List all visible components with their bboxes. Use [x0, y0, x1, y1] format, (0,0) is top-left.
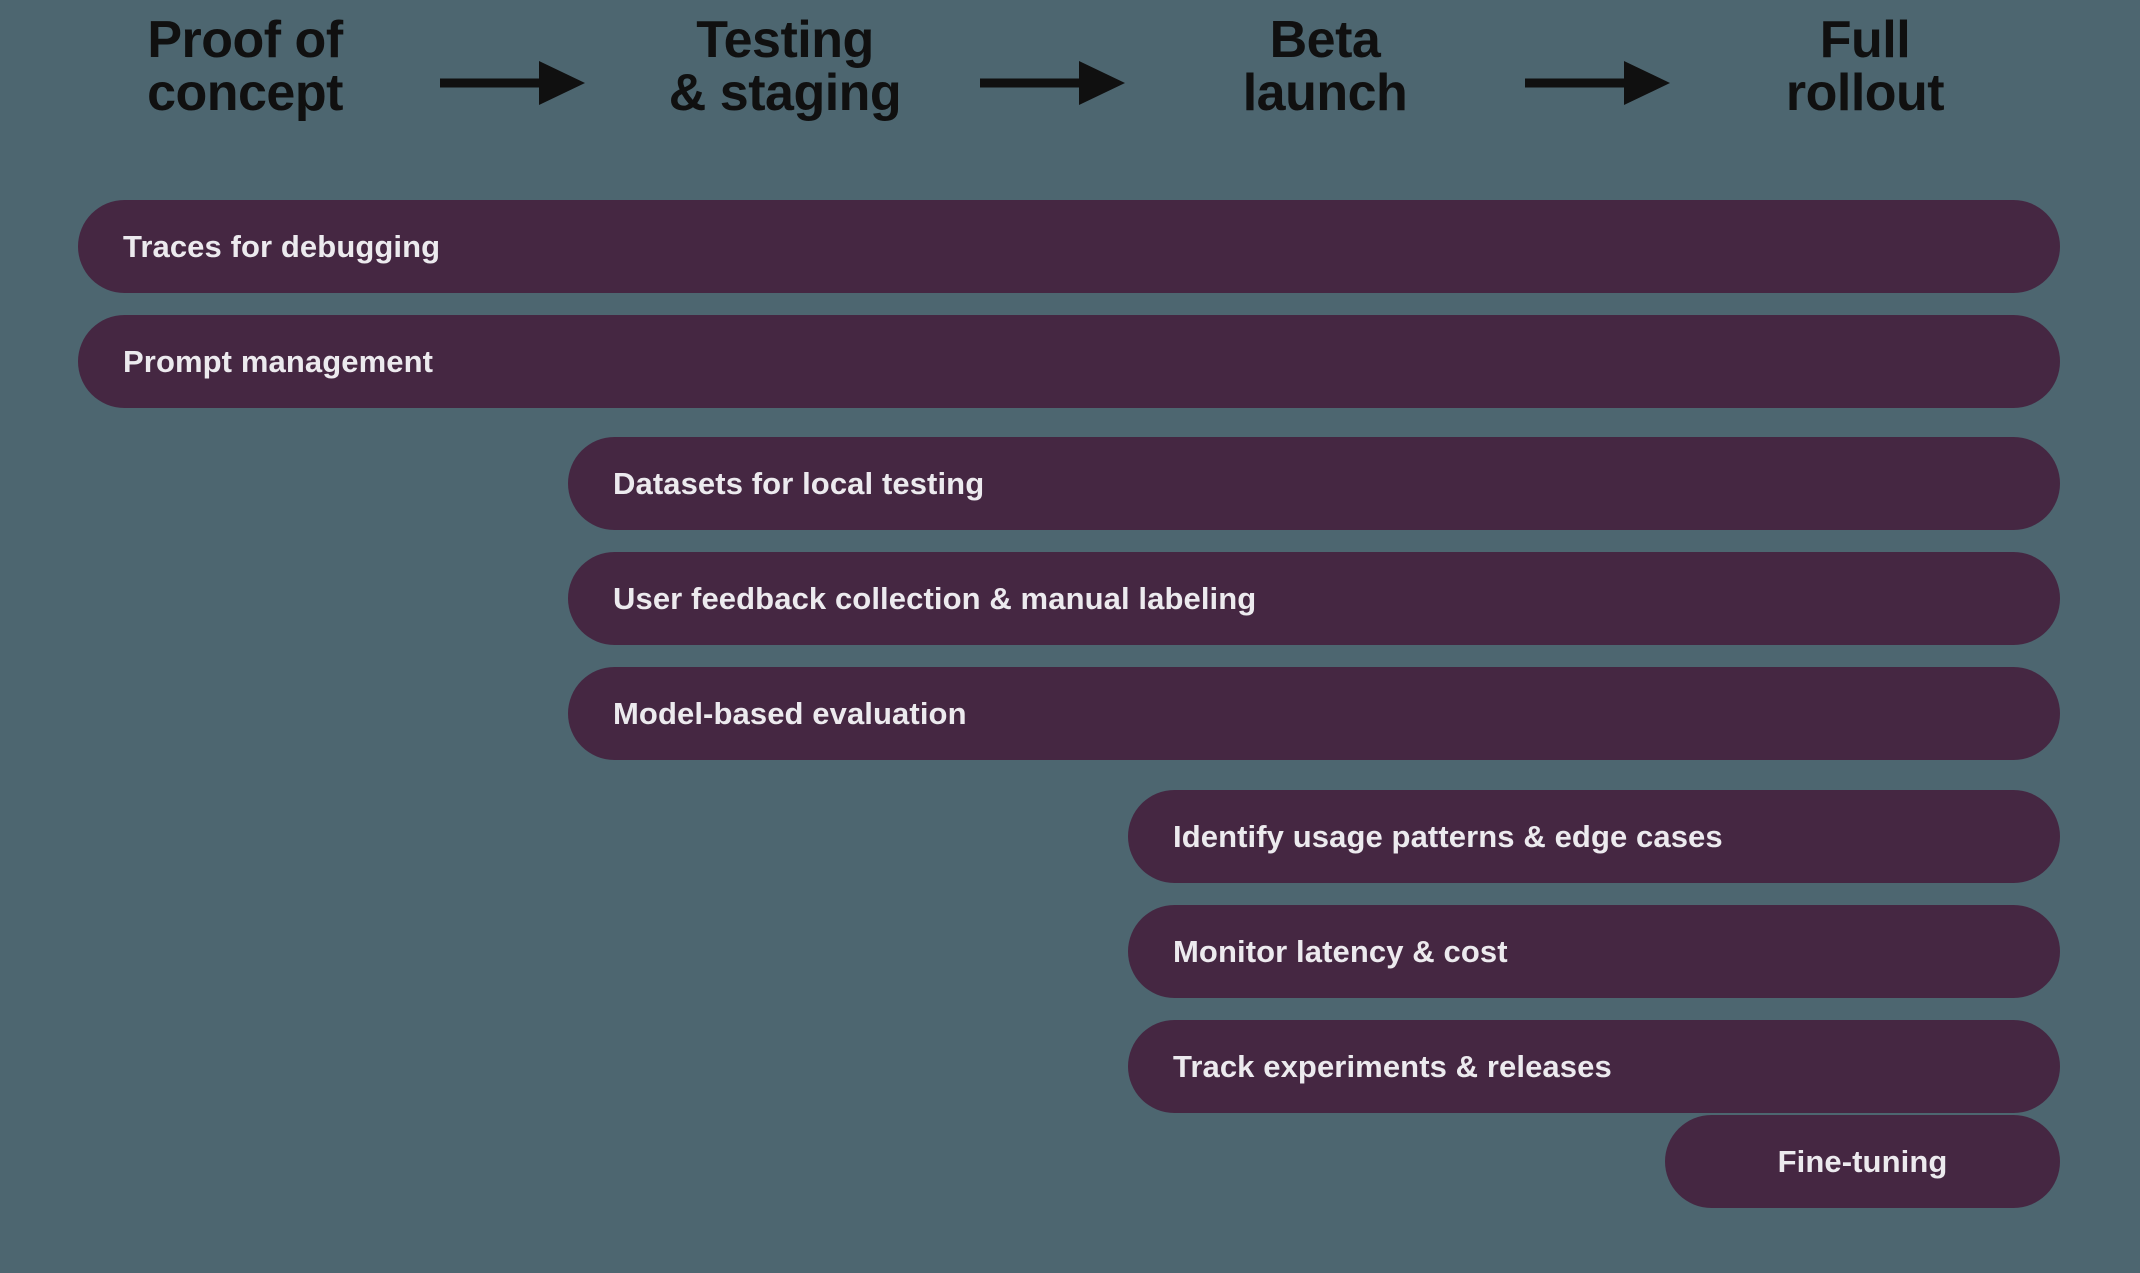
capability-bar-label: Track experiments & releases	[1173, 1049, 1612, 1084]
stage-label-testing-staging: Testing& staging	[668, 11, 902, 123]
stage-label-line: rollout	[1785, 64, 1945, 123]
stage-label-line: Proof of	[147, 11, 343, 69]
arrow-right-icon	[1525, 53, 1670, 113]
capability-bar-track-experiments[interactable]: Track experiments & releases	[1128, 1020, 2060, 1113]
capability-bar-traces-for-debugging[interactable]: Traces for debugging	[78, 200, 2060, 293]
capability-bar-label: Model-based evaluation	[613, 696, 967, 731]
stage-label-line: & staging	[668, 64, 902, 123]
capability-bar-label: User feedback collection & manual labeli…	[613, 581, 1257, 616]
capability-bar-label: Traces for debugging	[123, 229, 441, 264]
stage-label-line: Full	[1819, 11, 1911, 69]
stage-label-line: concept	[147, 64, 343, 123]
capability-bar-label: Identify usage patterns & edge cases	[1173, 819, 1723, 854]
capability-bar-label: Fine-tuning	[1777, 1144, 1948, 1179]
capability-bar-datasets-local-testing[interactable]: Datasets for local testing	[568, 437, 2060, 530]
arrow-right-icon	[440, 53, 585, 113]
capability-bar-label: Monitor latency & cost	[1173, 934, 1508, 969]
stage-label-line: Beta	[1269, 11, 1381, 69]
capability-bar-monitor-latency-cost[interactable]: Monitor latency & cost	[1128, 905, 2060, 998]
capability-bar-label: Datasets for local testing	[613, 466, 985, 501]
capability-bar-user-feedback-labeling[interactable]: User feedback collection & manual labeli…	[568, 552, 2060, 645]
capability-bar-model-based-evaluation[interactable]: Model-based evaluation	[568, 667, 2060, 760]
stage-label-line: launch	[1242, 64, 1408, 123]
capability-bar-label: Prompt management	[123, 344, 434, 379]
stage-label-line: Testing	[696, 11, 874, 69]
arrow-right-icon	[980, 53, 1125, 113]
capability-bar-fine-tuning[interactable]: Fine-tuning	[1665, 1115, 2060, 1208]
capability-bar-identify-usage-patterns[interactable]: Identify usage patterns & edge cases	[1128, 790, 2060, 883]
capability-bar-prompt-management[interactable]: Prompt management	[78, 315, 2060, 408]
